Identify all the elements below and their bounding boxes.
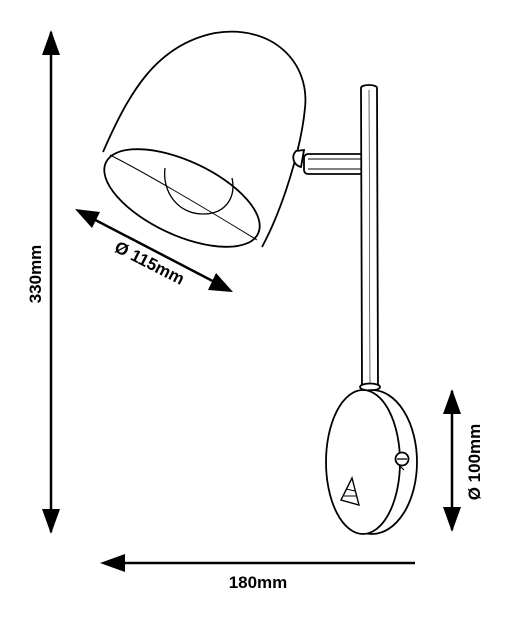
shade-arrow-right — [208, 273, 233, 292]
height-arrow-top — [42, 30, 60, 55]
pivot-joint — [292, 148, 367, 175]
shade-inner-rim — [109, 154, 258, 241]
base-diameter-label: Ø 100mm — [465, 424, 484, 501]
lamp-rod — [359, 84, 381, 392]
height-dimension: 330mm — [26, 30, 60, 534]
switch-icon — [339, 476, 360, 506]
width-arrow-left — [100, 554, 125, 572]
height-arrow-bottom — [42, 509, 60, 534]
width-label: 180mm — [229, 573, 288, 592]
lamp-shade — [102, 30, 307, 248]
base-diameter-dimension: Ø 100mm — [443, 389, 484, 532]
shade-opening — [103, 148, 261, 248]
shade-shell — [102, 30, 307, 248]
height-label: 330mm — [26, 245, 45, 304]
width-dimension: 180mm — [100, 554, 415, 592]
pivot-cap — [292, 148, 306, 169]
bulb — [164, 167, 234, 215]
base-arrow-top — [443, 389, 461, 414]
wall-base — [325, 389, 418, 535]
pivot-arm — [303, 153, 367, 175]
base-front-face — [325, 389, 401, 535]
shade-arrow-left — [75, 209, 100, 228]
base-arrow-bottom — [443, 507, 461, 532]
